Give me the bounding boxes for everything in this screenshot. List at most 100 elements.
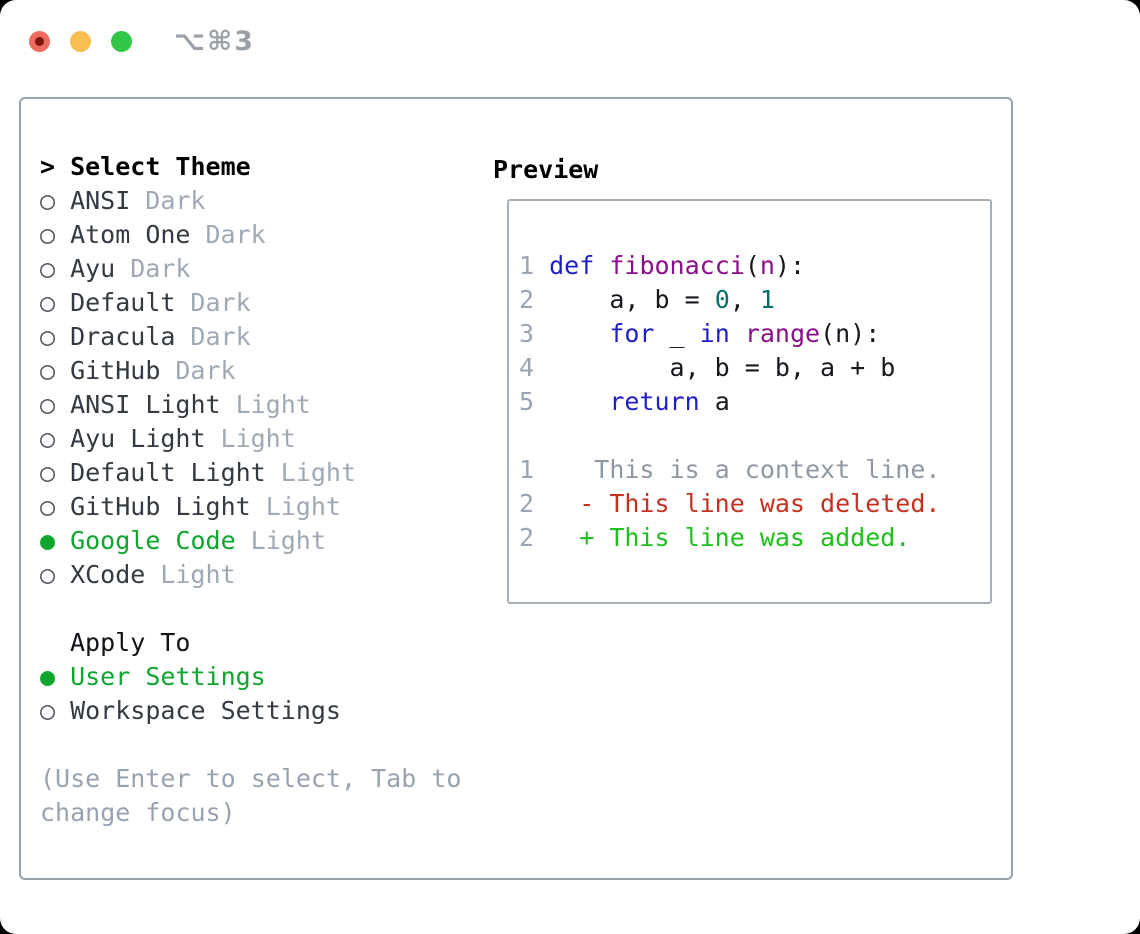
theme-name: Google Code xyxy=(70,526,236,555)
theme-variant-label: Light xyxy=(235,390,311,419)
preview-line xyxy=(519,419,990,453)
apply-options: ● User Settings ○ Workspace Settings xyxy=(40,660,461,728)
minimize-button[interactable] xyxy=(70,31,91,52)
code-token: def xyxy=(549,251,595,280)
code-token: return xyxy=(609,387,700,416)
zoom-button[interactable] xyxy=(111,31,132,52)
close-button[interactable] xyxy=(29,31,50,52)
code-token: ): xyxy=(774,251,806,280)
radio-unselected-icon: ○ xyxy=(40,458,56,487)
theme-variant-label: Light xyxy=(265,492,341,521)
theme-name: XCode xyxy=(70,560,146,589)
theme-name: Default Light xyxy=(70,458,266,487)
line-number: 1 xyxy=(519,251,535,280)
code-token xyxy=(534,387,609,416)
code-token: a, b = b, a + b xyxy=(534,353,896,382)
theme-option[interactable]: ○ Ayu Dark xyxy=(40,252,461,286)
window-title: ⌥⌘3 xyxy=(174,26,255,57)
radio-unselected-icon: ○ xyxy=(40,220,56,249)
cursor-prefix: > xyxy=(40,152,56,181)
theme-variant-label: Dark xyxy=(205,220,266,249)
theme-option[interactable]: ○ Dracula Dark xyxy=(40,320,461,354)
code-token: ( xyxy=(744,251,760,280)
preview-title: Preview xyxy=(493,155,599,184)
line-number: 1 xyxy=(519,455,535,484)
theme-variant-label: Light xyxy=(250,526,326,555)
hint-line: (Use Enter to select, Tab to xyxy=(40,764,462,793)
theme-name: Ayu Light xyxy=(70,424,206,453)
theme-variant-label: Light xyxy=(160,560,236,589)
code-token: , xyxy=(729,285,760,314)
radio-unselected-icon: ○ xyxy=(40,356,56,385)
preview-line: 1 This is a context line. xyxy=(519,453,990,487)
theme-name: ANSI Light xyxy=(70,390,221,419)
theme-variant-label: Dark xyxy=(145,186,206,215)
code-token xyxy=(534,319,609,348)
preview-line: 2 a, b = 0, 1 xyxy=(519,283,990,317)
code-token: range xyxy=(744,319,821,348)
line-number: 2 xyxy=(519,523,535,552)
theme-variant-label: Dark xyxy=(190,322,251,351)
code-token: (n): xyxy=(820,319,881,348)
theme-name: Atom One xyxy=(70,220,191,249)
code-token: _ xyxy=(654,319,700,348)
preview-line: 1 def fibonacci(n): xyxy=(519,249,990,283)
radio-unselected-icon: ○ xyxy=(40,560,56,589)
apply-option[interactable]: ○ Workspace Settings xyxy=(40,694,461,728)
line-number: 5 xyxy=(519,387,535,416)
select-theme-title: Select Theme xyxy=(70,152,251,181)
radio-unselected-icon: ○ xyxy=(40,492,56,521)
code-token: in xyxy=(699,319,730,348)
code-token xyxy=(730,319,745,348)
apply-option-label: Workspace Settings xyxy=(70,696,341,725)
apply-option[interactable]: ● User Settings xyxy=(40,660,461,694)
window-titlebar: ⌥⌘3 xyxy=(29,26,255,57)
radio-unselected-icon: ○ xyxy=(40,322,56,351)
code-token: - This line was deleted. xyxy=(534,489,941,518)
theme-name: ANSI xyxy=(70,186,131,215)
code-token: This is a context line. xyxy=(534,455,941,484)
code-token: a, b = xyxy=(534,285,715,314)
radio-selected-icon: ● xyxy=(40,662,56,691)
line-number: 2 xyxy=(519,285,535,314)
radio-unselected-icon: ○ xyxy=(40,254,56,283)
radio-selected-icon: ● xyxy=(40,526,56,555)
theme-option[interactable]: ○ ANSI Dark xyxy=(40,184,461,218)
radio-unselected-icon: ○ xyxy=(40,696,56,725)
spacer xyxy=(40,728,461,762)
theme-variant-label: Dark xyxy=(130,254,191,283)
select-theme-header: > Select Theme xyxy=(40,150,461,184)
theme-option[interactable]: ○ Ayu Light Light xyxy=(40,422,461,456)
radio-unselected-icon: ○ xyxy=(40,186,56,215)
preview-line: 3 for _ in range(n): xyxy=(519,317,990,351)
close-dot-icon xyxy=(35,37,44,46)
preview-line: 4 a, b = b, a + b xyxy=(519,351,990,385)
preview-line: 2 - This line was deleted. xyxy=(519,487,990,521)
radio-unselected-icon: ○ xyxy=(40,424,56,453)
theme-option[interactable]: ● Google Code Light xyxy=(40,524,461,558)
code-token: 0 xyxy=(714,285,730,314)
line-number: 4 xyxy=(519,353,535,382)
preview-line: 5 return a xyxy=(519,385,990,419)
theme-name: Default xyxy=(70,288,176,317)
theme-variant-label: Light xyxy=(220,424,296,453)
line-number: 2 xyxy=(519,489,535,518)
theme-option[interactable]: ○ Atom One Dark xyxy=(40,218,461,252)
code-token: a xyxy=(699,387,730,416)
apply-option-label: User Settings xyxy=(70,662,266,691)
theme-name: Ayu xyxy=(70,254,116,283)
code-token: 1 xyxy=(759,285,775,314)
spacer xyxy=(40,592,461,626)
theme-option[interactable]: ○ XCode Light xyxy=(40,558,461,592)
theme-variant-label: Dark xyxy=(190,288,251,317)
theme-name: Dracula xyxy=(70,322,176,351)
